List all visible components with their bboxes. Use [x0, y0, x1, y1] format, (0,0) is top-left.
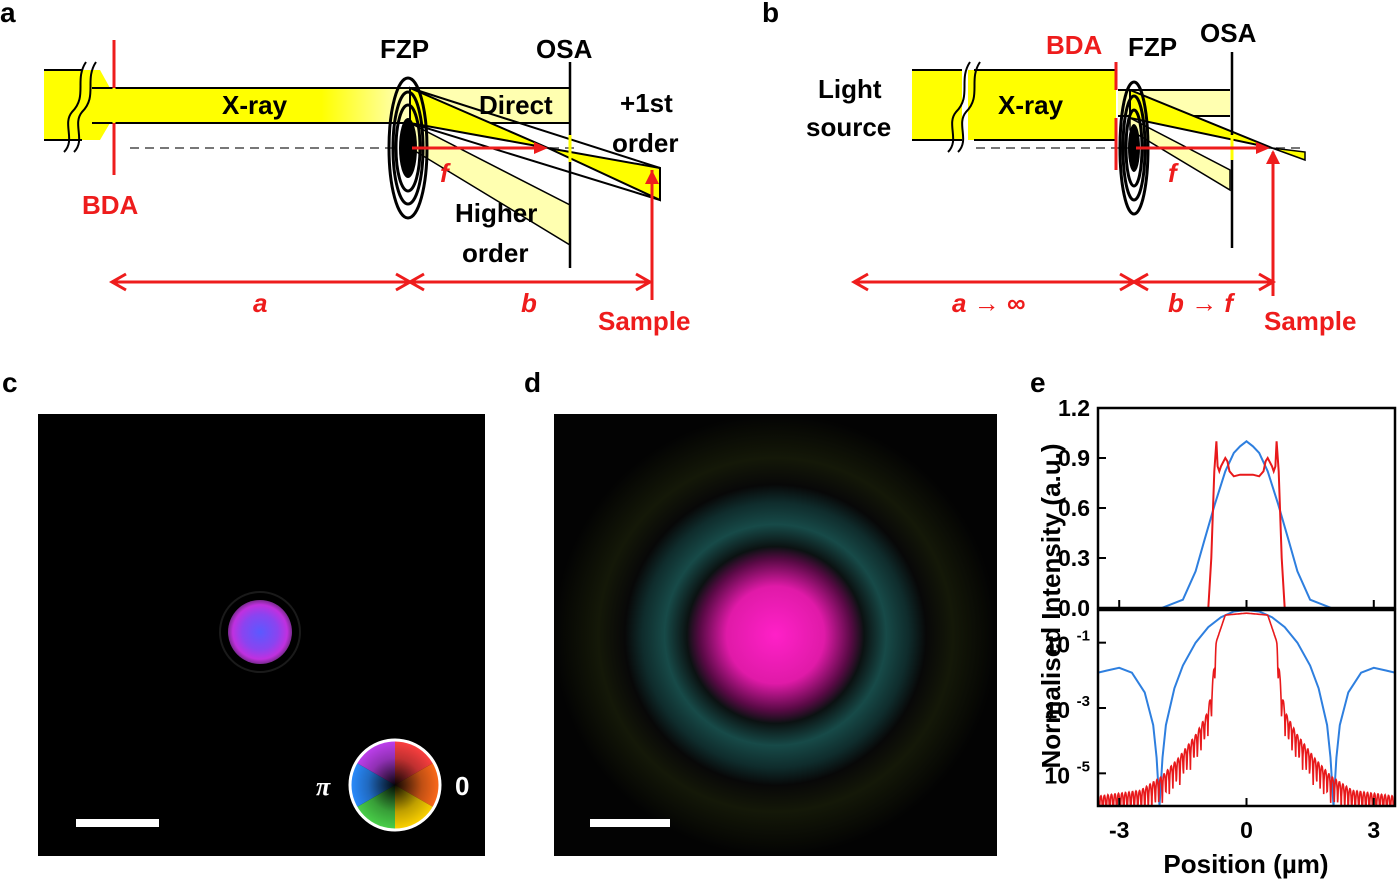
xray-beam [968, 70, 1116, 140]
beam-break-fill [78, 70, 110, 140]
light-source-label-2: source [806, 112, 891, 142]
fzp-label: FZP [380, 34, 429, 64]
panel-c: c π 0 [2, 367, 485, 856]
break-mark-2 [73, 61, 97, 153]
phase-color-wheel [348, 738, 442, 832]
panel-a: a [0, 0, 691, 336]
focal-length-label: f [440, 158, 451, 188]
break-mark-2 [957, 61, 981, 153]
distance-arrows [108, 272, 654, 292]
y-tick-exponent: -1 [1077, 628, 1090, 645]
y-tick-exponent: -5 [1077, 758, 1090, 775]
red-profile-linear [1098, 441, 1395, 608]
y-tick-exponent: -3 [1077, 693, 1090, 710]
direct-label: Direct [479, 90, 553, 120]
panel-label-a: a [0, 0, 16, 28]
break-mark-1 [63, 61, 87, 153]
y-tick-label-log: 10 [1044, 632, 1070, 658]
focal-length-label: f [1168, 158, 1179, 188]
x-tick-label: -3 [1109, 817, 1129, 843]
y-tick-label-log: 10 [1044, 762, 1070, 788]
y-tick-label-linear: 0.6 [1058, 495, 1090, 521]
higher-order-label-1: Higher [455, 198, 537, 228]
bda-label: BDA [82, 190, 139, 220]
plot-frame-bottom [1096, 608, 1397, 808]
y-tick-label-linear: 0.3 [1058, 545, 1090, 571]
plot-linear [1098, 440, 1395, 608]
higher-order-label-2: order [462, 238, 528, 268]
first-order-beam [1129, 88, 1273, 149]
blue-profile-log [1098, 610, 1395, 806]
light-source-label-1: Light [818, 74, 882, 104]
fzp-label: FZP [1128, 32, 1177, 62]
plot-log [1098, 610, 1395, 806]
red-profile-log [1098, 612, 1395, 806]
xray-label: X-ray [222, 90, 288, 120]
higher-order-beam [1129, 116, 1231, 192]
xray-beam [110, 88, 412, 123]
y-tick-label-linear: 1.2 [1058, 395, 1090, 421]
blue-profile-linear [1098, 440, 1395, 608]
scale-bar [590, 819, 670, 827]
panel-label-c: c [2, 367, 18, 398]
osa-label: OSA [536, 34, 593, 64]
bda-label: BDA [1046, 30, 1103, 60]
break-mark-1 [947, 61, 971, 153]
y-tick-label-linear: 0.9 [1058, 445, 1090, 471]
panel-label-d: d [524, 367, 541, 398]
xray-beam-stub [44, 70, 82, 140]
x-tick-label: 3 [1367, 817, 1380, 843]
x-tick-label: 0 [1240, 817, 1253, 843]
probe-image-d [554, 414, 997, 856]
plot-frame-top [1096, 406, 1397, 610]
distance-a-label: a → ∞ [952, 288, 1025, 318]
scale-bar [76, 819, 159, 827]
xray-label: X-ray [998, 90, 1064, 120]
panel-label-b: b [762, 0, 779, 28]
distance-a-label: a [253, 288, 267, 318]
probe-spot [228, 600, 292, 664]
phase-zero-label: 0 [455, 771, 469, 801]
osa-label: OSA [1200, 18, 1257, 48]
first-order-label-1: +1st [620, 88, 673, 118]
x-axis-label: Position (µm) [1163, 849, 1328, 879]
distance-b-label: b [521, 288, 537, 318]
distance-b-label: b → f [1168, 288, 1235, 318]
first-order-diverging [547, 147, 661, 202]
panel-label-e: e [1030, 367, 1046, 398]
phase-pi-label: π [316, 772, 331, 801]
panel-b: b [762, 0, 1357, 336]
first-order-label-2: order [612, 128, 678, 158]
y-tick-label-linear: 0.0 [1058, 595, 1090, 621]
axis-ticks: 0.0 0.3 0.6 0.9 1.2 10 -1 10 -3 10 -5 -3 0 3 [1044, 395, 1380, 843]
panel-e: e 0.0 0.3 0.6 0.9 1.2 10 -1 10 -3 10 -5 -3 0 3 Positi… [1030, 367, 1397, 879]
sample-label: Sample [1264, 306, 1357, 336]
panel-d: d [524, 367, 997, 856]
y-axis-label: Normalised Intensity (a.u.) [1036, 443, 1066, 768]
distance-arrows [850, 272, 1277, 292]
y-tick-label-log: 10 [1044, 697, 1070, 723]
xray-beam-stub [912, 70, 962, 140]
sample-label: Sample [598, 306, 691, 336]
